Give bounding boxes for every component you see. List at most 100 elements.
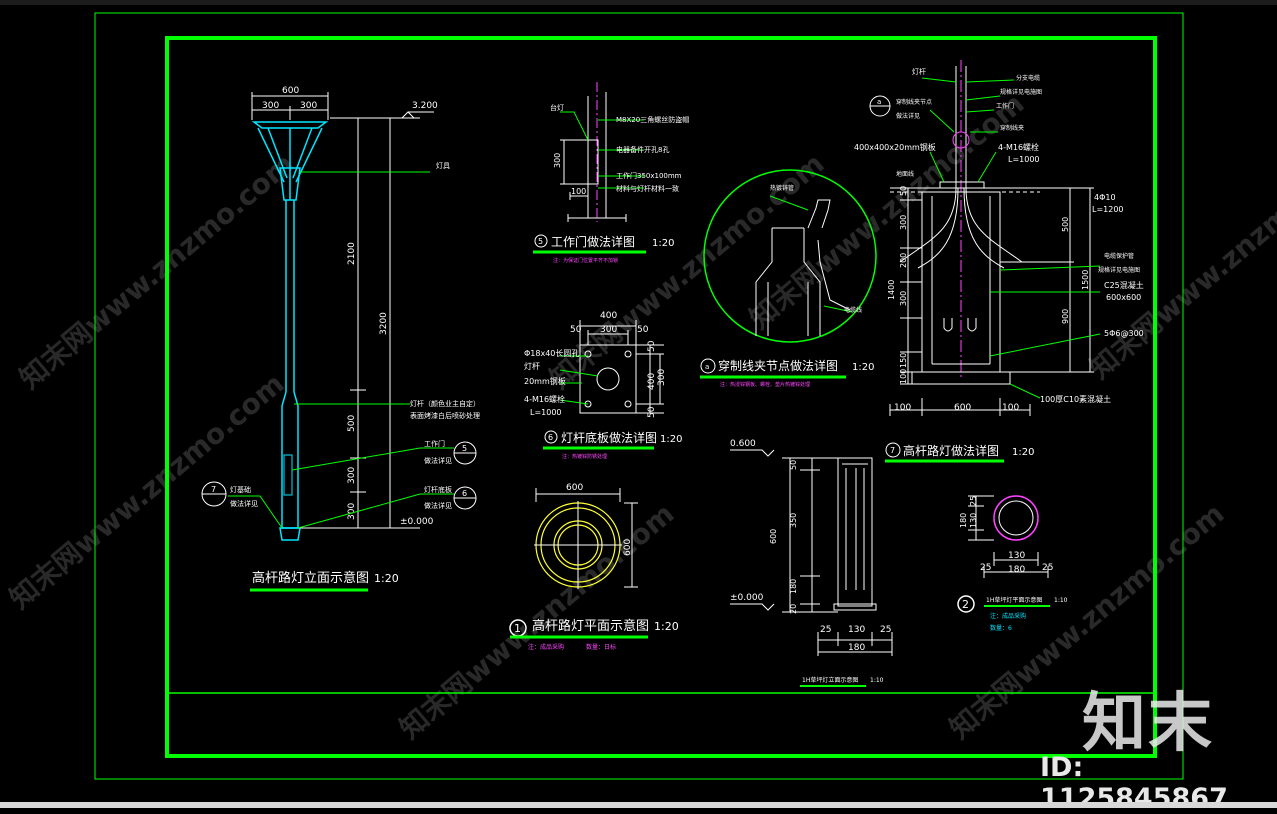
bollard-vdims [782,457,838,613]
bollard-level-top: 0.600 [730,439,756,449]
baseplate-dims-top [579,320,637,345]
clamp-body [755,227,821,336]
plate-rod-label: 灯杆 [524,361,540,371]
bp-ref-circle [957,595,975,613]
ref-num-5: 5 [462,444,467,453]
plate-ref-circle [544,430,558,444]
clamp-wire [807,199,851,311]
bp-h25b: 25 [1042,563,1053,573]
bollard-elevation: 50 350 180 20 600 0.600 ±0.000 25 130 25… [730,439,893,687]
found-cable: 分支电缆 [1016,74,1040,82]
bollard-h25a: 25 [820,625,831,635]
plan-scale: 1:20 [654,620,679,633]
found-r1500: 1500 [1081,270,1090,290]
dim-500: 500 [347,415,357,432]
clamp-ref-circle [700,358,716,374]
door-note: 注：为保证门位置平齐不加锁 [553,257,618,264]
found-v200: 200 [899,253,908,268]
found-title: 高杆路灯做法详图 [903,443,999,458]
plate-dim-50a: 50 [570,325,582,335]
plate-plate-label: 20mm钢板 [524,376,566,386]
door-detail: 台灯 M8X20三角螺丝防盗帽 电器备件开孔8孔 工作门350x100mm 材料… [533,82,689,264]
door-dim2 [569,192,589,200]
bollard-level-zero: ±0.000 [730,593,764,603]
bollard-v50: 50 [789,460,798,470]
found-v300a: 300 [899,215,908,230]
door-label-2: 工作门350x100mm [616,171,682,180]
brand-logo: 知末 [1082,687,1214,761]
door-leader [560,111,589,141]
found-pole [955,66,967,188]
found-concrete: C25混凝土 [1104,280,1144,290]
found-dims-bottom [889,398,1031,416]
bollard-plan-inner [998,500,1034,536]
watermark-text: 知末网www.znzmo.com [13,147,300,395]
plate-dim-300: 300 [600,325,617,335]
found-clamp-circle [952,131,970,149]
clamp-ref-num: a [705,363,709,371]
baseplate-outline [579,344,637,414]
plan-dim-600: 600 [566,483,583,493]
plan-note: 注：成品采购 [528,643,564,651]
found-cushion [911,371,1011,385]
bp-v130: 130 [969,513,978,528]
elevation-drawing: 600 300 300 2100 3200 500 300 300 3.200 … [201,86,480,592]
bollard-body [837,457,873,607]
plate-vdim-400: 400 [647,373,657,390]
door-bolt-label: M8X20三角螺丝防盗帽 [616,115,689,124]
found-v300b: 300 [899,291,908,306]
found-leaders [989,265,1101,399]
found-ground: 地面线 [896,170,914,178]
bp-scale: 1:10 [1054,597,1068,604]
top-window-strip [0,0,1277,5]
dim-2100: 2100 [347,242,357,265]
bp-v180: 180 [959,513,968,528]
dim-300-left: 300 [262,101,279,111]
found-title-circle [885,442,901,458]
found-workdoor: 工作门 [996,102,1014,110]
found-pipe1: 电缆保护管 [1104,252,1134,260]
found-plate: 400x400x20mm钢板 [854,142,936,152]
plate-dim-50b: 50 [637,325,649,335]
leader-door [291,447,454,471]
dim-300-right: 300 [300,101,317,111]
baseplate-dims-right [636,344,664,414]
found-scale: 1:20 [1012,447,1034,458]
found-dims-right [1000,187,1094,373]
plate-title: 灯杆底板做法详图 [561,430,657,445]
leader-foundation [228,495,283,529]
plan-dim-right [624,502,638,588]
found-leader [921,77,957,83]
door-base [567,214,627,222]
label-found-1: 灯基础 [230,485,251,494]
found-door-2: 做法详见 [896,112,920,120]
found-leader [929,109,955,133]
plate-hole-label: Φ18x40长圆孔 [524,348,579,358]
found-v50: 50 [899,186,908,196]
bollard-h130: 130 [848,625,865,635]
clamp-leader [823,305,853,313]
found-h600: 600 [954,403,971,413]
found-h100b: 100 [1002,403,1019,413]
bottom-window-strip [0,802,1277,808]
bollard-v20: 20 [789,604,798,614]
bollard-plan-hdims [983,552,1049,578]
bolt-hole [624,400,632,408]
bolt-hole [624,350,632,358]
found-cable2: 规格详见电施图 [1000,88,1042,96]
label-door-1: 工作门 [424,439,445,448]
door-leaders [598,119,644,189]
bollard-scale: 1:10 [870,677,884,684]
bp-h180: 180 [1008,565,1025,575]
found-rebar: 4Φ10 [1094,193,1116,202]
door-ref-circle [534,234,548,248]
work-door [283,454,293,496]
found-pipe2: 规格详见电施图 [1098,266,1140,274]
level-symbol [401,111,434,119]
bolt-hole [584,350,592,358]
door-label-3: 材料与灯杆材料一致 [616,184,679,193]
baseplate-detail: 400 300 50 50 50 300 400 50 Φ18x40长圆孔 灯杆… [524,311,682,460]
found-r500: 500 [1061,217,1070,232]
bp-qty: 数量：6 [990,624,1012,632]
